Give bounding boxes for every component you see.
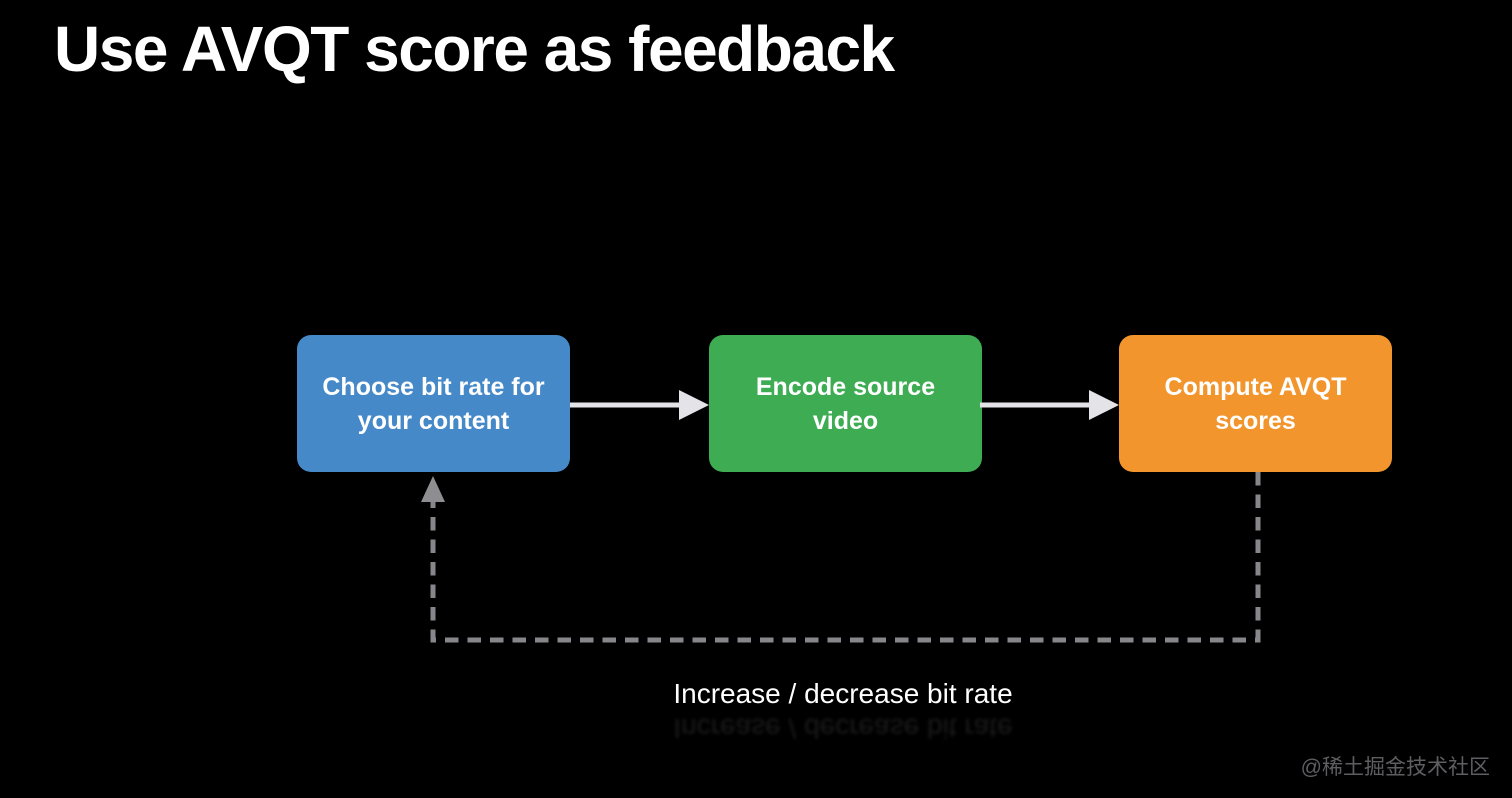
feedback-label-reflection: Increase / decrease bit rate xyxy=(673,713,1013,744)
feedback-loop-path xyxy=(430,472,1261,643)
node-choose-bit-rate: Choose bit rate for your content xyxy=(297,335,570,472)
arrow-right-icon xyxy=(570,390,709,420)
node-choose-bit-rate-label: Choose bit rate for your content xyxy=(322,372,545,435)
feedback-loop-arrowhead xyxy=(421,476,445,502)
watermark: @稀土掘金技术社区 xyxy=(1300,756,1490,779)
arrow-right-icon xyxy=(980,390,1119,420)
node-compute-avqt-scores-label: Compute AVQT scores xyxy=(1164,372,1347,435)
arrow-head xyxy=(1089,390,1119,420)
node-encode-source-video: Encode source video xyxy=(709,335,982,472)
slide-title: Use AVQT score as feedback xyxy=(54,13,895,85)
node-compute-avqt-scores: Compute AVQT scores xyxy=(1119,335,1392,472)
arrow-head xyxy=(679,390,709,420)
feedback-loop-dashed-arrow-icon xyxy=(421,472,1261,643)
node-encode-source-video-label: Encode source video xyxy=(755,372,936,435)
feedback-label: Increase / decrease bit rate xyxy=(673,678,1013,709)
